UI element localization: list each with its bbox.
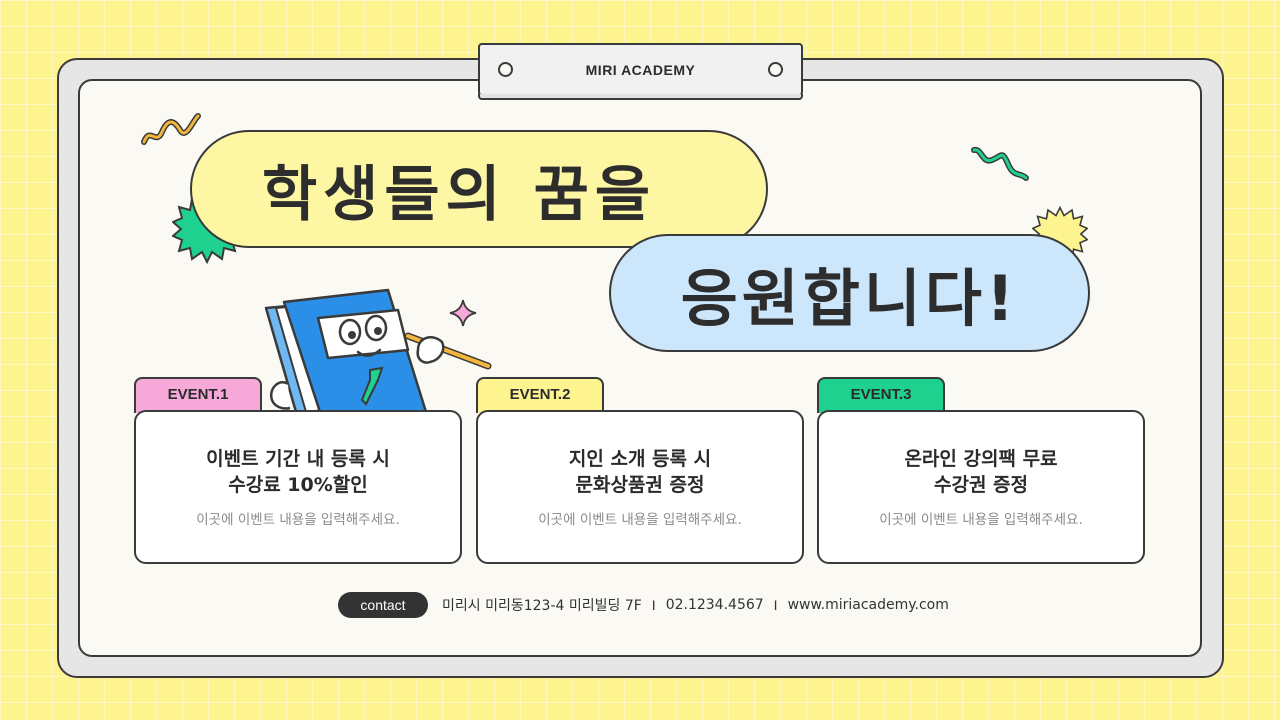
event-heading-line-1: 이벤트 기간 내 등록 시 — [206, 448, 390, 470]
event-heading-line-2: 수강권 증정 — [933, 474, 1028, 496]
squiggle-icon — [141, 113, 201, 145]
book-mascot-icon — [264, 288, 492, 412]
tab-hole-icon — [768, 62, 783, 77]
contact-row: contact 미리시 미리동123-4 미리빌딩 7F I 02.1234.4… — [338, 592, 949, 618]
event-card-2: 지인 소개 등록 시 문화상품권 증정 이곳에 이벤트 내용을 입력해주세요. — [476, 410, 804, 564]
header-tab: MIRI ACADEMY — [478, 43, 803, 100]
contact-address: 미리시 미리동123-4 미리빌딩 7F — [442, 598, 642, 614]
academy-name: MIRI ACADEMY — [585, 61, 696, 78]
contact-separator: I — [651, 597, 656, 613]
squiggle-icon — [971, 146, 1029, 181]
event-heading-line-1: 온라인 강의팩 무료 — [904, 448, 1058, 470]
sparkle-icon — [449, 299, 477, 327]
event-description: 이곳에 이벤트 내용을 입력해주세요. — [879, 512, 1083, 528]
contact-website[interactable]: www.miriacademy.com — [787, 597, 949, 613]
event-heading-line-2: 문화상품권 증정 — [575, 474, 705, 496]
event-tab-3: EVENT.3 — [817, 377, 945, 413]
event-description: 이곳에 이벤트 내용을 입력해주세요. — [538, 512, 742, 528]
contact-phone: 02.1234.4567 — [665, 597, 764, 613]
event-card-1: 이벤트 기간 내 등록 시 수강료 10%할인 이곳에 이벤트 내용을 입력해주… — [134, 410, 462, 564]
event-card-3: 온라인 강의팩 무료 수강권 증정 이곳에 이벤트 내용을 입력해주세요. — [817, 410, 1145, 564]
event-heading-line-1: 지인 소개 등록 시 — [568, 448, 712, 470]
contact-separator: I — [773, 597, 778, 613]
title-line-2: 응원합니다! — [609, 234, 1090, 352]
event-heading-line-2: 수강료 10%할인 — [228, 474, 368, 496]
title-line-1: 학생들의 꿈을 — [190, 130, 768, 248]
event-tab-1: EVENT.1 — [134, 377, 262, 413]
event-tab-2: EVENT.2 — [476, 377, 604, 413]
tab-hole-icon — [498, 62, 513, 77]
event-description: 이곳에 이벤트 내용을 입력해주세요. — [196, 512, 400, 528]
contact-badge: contact — [338, 592, 428, 618]
